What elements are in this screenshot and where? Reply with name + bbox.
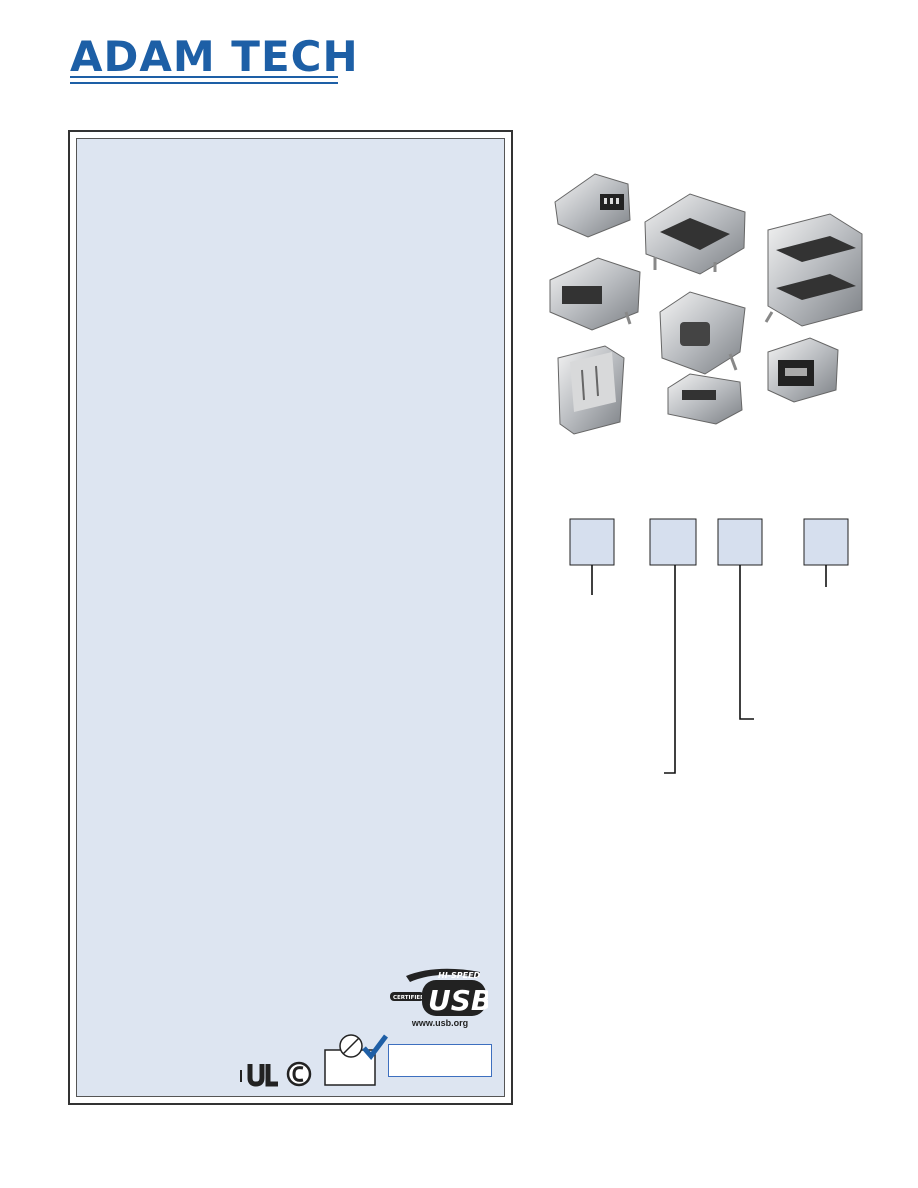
mini-usb-plug-icon [554, 173, 631, 238]
usb-hi-speed-text: HI-SPEED [438, 971, 481, 980]
leader-line-type [664, 565, 676, 774]
code-box-suffix [803, 518, 849, 566]
mini-usb-b-receptacle-icon [767, 337, 839, 403]
specification-panel-inner [76, 138, 505, 1097]
logo-rule-bottom [70, 82, 338, 84]
usb-url: www.usb.org [411, 1018, 469, 1028]
rohs-check-icon [324, 1034, 388, 1086]
leader-line-orientation [739, 565, 754, 720]
usb-main-text: USB [428, 984, 488, 1017]
usb-certified-logo: HI-SPEED CERTIFIED USB [390, 968, 488, 1017]
csa-icon [286, 1061, 312, 1087]
specification-panel [68, 130, 513, 1105]
usb-certified-text: CERTIFIED [393, 995, 425, 1001]
ordering-code-diagram [569, 518, 849, 774]
vertical-usb-a-icon [557, 345, 625, 435]
micro-usb-receptacle-icon [667, 373, 743, 425]
code-box-series [569, 518, 615, 566]
usb-a-receptacle-icon [644, 193, 746, 275]
code-box-orientation [717, 518, 763, 566]
stacked-usb-a-icon [764, 213, 863, 327]
logo-rule-top [70, 76, 338, 78]
code-box-type [649, 518, 697, 566]
ul-recognized-icon [240, 1064, 278, 1087]
mini-usb-receptacle-icon [549, 257, 641, 331]
usb-b-receptacle-icon [659, 291, 746, 375]
part-number-box [388, 1044, 492, 1077]
brand-logo: ADAM TECH [70, 32, 359, 81]
product-photo-collage [549, 173, 863, 435]
